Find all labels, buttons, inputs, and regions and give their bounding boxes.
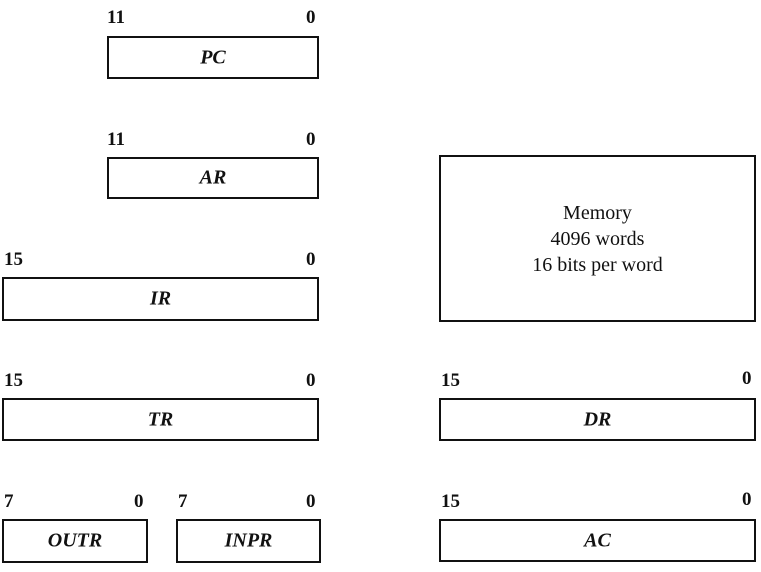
pc-msb-label: 11 <box>107 7 125 28</box>
register-inpr: INPR <box>176 519 321 563</box>
memory-word-width: 16 bits per word <box>532 253 663 276</box>
memory-unit: Memory 4096 words 16 bits per word <box>439 155 756 322</box>
dr-msb-label: 15 <box>441 370 460 391</box>
register-outr: OUTR <box>2 519 148 563</box>
ar-lsb-label: 0 <box>306 129 316 150</box>
register-dr-label: DR <box>583 408 612 430</box>
outr-lsb-label: 0 <box>134 491 144 512</box>
pc-lsb-label: 0 <box>306 7 316 28</box>
register-ar: AR <box>107 157 319 199</box>
inpr-lsb-label: 0 <box>306 491 316 512</box>
register-inpr-label: INPR <box>224 529 273 552</box>
ir-lsb-label: 0 <box>306 249 316 270</box>
ac-lsb-label: 0 <box>742 489 752 510</box>
register-ar-label: AR <box>199 166 227 189</box>
ir-msb-label: 15 <box>4 249 23 270</box>
register-tr: TR <box>2 398 319 441</box>
ar-msb-label: 11 <box>107 129 125 150</box>
register-pc-label: PC <box>200 46 226 68</box>
memory-size: 4096 words <box>550 227 645 250</box>
register-pc: PC <box>107 36 319 79</box>
tr-msb-label: 15 <box>4 370 23 391</box>
memory-title: Memory <box>563 201 632 224</box>
register-ac: AC <box>439 519 756 562</box>
register-dr: DR <box>439 398 756 441</box>
inpr-msb-label: 7 <box>178 491 188 512</box>
register-ir: IR <box>2 277 319 321</box>
register-outr-label: OUTR <box>47 529 103 552</box>
register-ir-label: IR <box>149 287 172 310</box>
ac-msb-label: 15 <box>441 491 460 512</box>
register-ac-label: AC <box>584 529 611 551</box>
dr-lsb-label: 0 <box>742 368 752 389</box>
tr-lsb-label: 0 <box>306 370 316 391</box>
outr-msb-label: 7 <box>4 491 14 512</box>
register-tr-label: TR <box>147 408 174 430</box>
